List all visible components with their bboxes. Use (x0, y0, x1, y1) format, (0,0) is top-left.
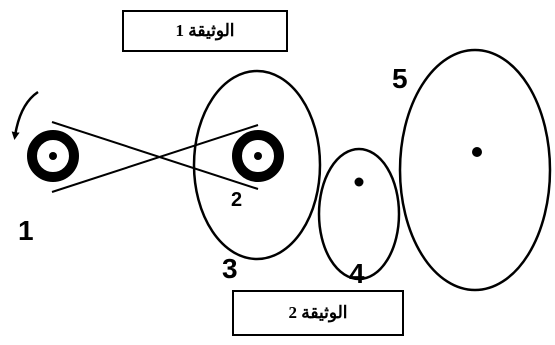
document-label-1: الوثيقة 1 (122, 10, 288, 52)
wheel-number-3: 3 (222, 253, 238, 284)
wheel-number-4: 4 (349, 258, 365, 289)
document-label-1-text: الوثيقة 1 (175, 21, 235, 40)
wheel-3 (192, 69, 322, 261)
document-label-2: الوثيقة 2 (232, 290, 404, 336)
wheel-number-5: 5 (392, 63, 408, 94)
wheel-4-axle (354, 177, 364, 187)
document-label-2-text: الوثيقة 2 (288, 303, 348, 322)
pulley-2-hub (254, 152, 262, 160)
wheel-4 (317, 147, 401, 281)
rotation-arrow-icon (11, 90, 39, 140)
belt-strand-lower (51, 124, 259, 193)
belt-strand-upper (51, 121, 259, 190)
pulley-1-hub (49, 152, 57, 160)
pulley-1-outer (27, 130, 79, 182)
wheel-number-2: 2 (231, 189, 242, 211)
wheel-5-axle (472, 147, 482, 157)
wheel-number-1: 1 (18, 215, 34, 246)
pulley-2-outer (232, 130, 284, 182)
wheel-5 (398, 48, 552, 292)
